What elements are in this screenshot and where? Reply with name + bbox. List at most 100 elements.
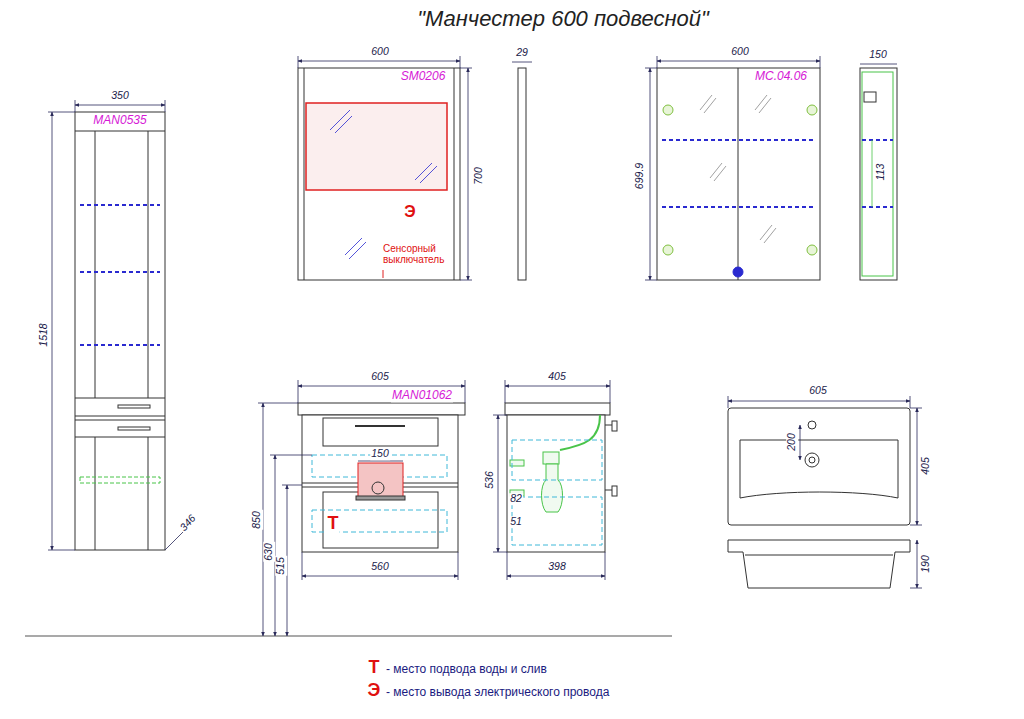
sink-dimensions-part <box>728 396 729 408</box>
column-dimensions-part <box>52 112 53 550</box>
vanity-front-part <box>355 425 405 427</box>
vanity-front-part <box>356 496 405 500</box>
dimension-value: 699.9 <box>634 162 646 190</box>
vanity-side-part <box>605 490 612 491</box>
drawing-part <box>512 440 602 545</box>
mirror-part <box>306 103 447 190</box>
vanity-side-part <box>505 403 610 415</box>
drawing-part-part <box>330 110 350 130</box>
legend-text: - место подвода воды и слив <box>386 663 547 676</box>
sink-dimensions-part <box>910 408 922 409</box>
drawing-part-part <box>662 206 815 208</box>
drawing-part-part <box>80 344 160 346</box>
mirror-dimensions-part <box>460 68 472 69</box>
switch-note: Сенсорный выключатель <box>383 243 455 265</box>
cabinet-dimensions-part <box>820 56 821 68</box>
dimension-value: 600 <box>370 46 390 58</box>
drawing-part-part <box>663 245 673 255</box>
vanity-front-part <box>298 403 465 415</box>
drawing-part <box>510 452 563 512</box>
mirror-cabinet: MC.04.06 <box>657 68 820 280</box>
sink-part <box>745 555 893 556</box>
column-cabinet-part <box>75 416 165 417</box>
mirror-dimensions-part <box>512 62 532 63</box>
dimension-value: 405 <box>920 456 932 476</box>
dimension-value: 190 <box>920 554 932 574</box>
mirror-dimensions-part <box>468 68 469 280</box>
drawing-part-part <box>335 116 352 133</box>
drawing-part <box>700 95 776 243</box>
dimension-value: 150 <box>370 448 390 460</box>
dimension-value: 560 <box>370 561 390 573</box>
vanity-side-dimensions-part <box>507 576 605 577</box>
cabinet-dimensions <box>645 56 897 280</box>
sink-part <box>728 408 910 525</box>
drawing-part-part <box>755 95 767 110</box>
vanity-front-part <box>358 463 403 498</box>
dimension-value: 515 <box>275 556 287 576</box>
drawing-part-part <box>700 95 712 110</box>
vanity: MAN01062Т <box>298 388 465 552</box>
drawing-part-part <box>420 166 437 183</box>
column-dimensions <box>48 100 195 550</box>
cabinet-dimensions-part <box>645 280 657 281</box>
mirror-dimensions-part <box>460 280 472 281</box>
mirror: SM0206ЭСенсорный выключатель <box>298 68 460 280</box>
dimension-value: 405 <box>547 371 567 383</box>
legend-letter: Т <box>368 658 381 678</box>
mirror-part <box>454 68 455 280</box>
column-dimensions-part <box>75 100 76 112</box>
drawing-part-part <box>80 271 160 273</box>
cabinet-dimensions-part <box>645 68 657 69</box>
drawing-part-part <box>760 225 772 240</box>
vanity-front-dimensions <box>258 380 465 636</box>
mirror-cabinet-part <box>864 92 876 102</box>
sink-dimensions-part <box>728 401 910 402</box>
sink-dimensions-part <box>910 525 922 526</box>
dimension-value: 850 <box>251 510 263 530</box>
dimension-value: 113 <box>875 163 887 182</box>
mirror-cabinet-part <box>860 68 897 280</box>
dimension-value: 605 <box>370 371 390 383</box>
mirror-dimensions-part <box>298 56 299 68</box>
vanity-front-dimensions-part <box>358 461 403 462</box>
dimension-value: 346 <box>177 512 199 534</box>
dimension-value: 200 <box>786 432 798 452</box>
vanity-front <box>298 403 465 552</box>
vanity-side-dimensions-part <box>498 415 499 552</box>
drawing-part-part <box>543 452 559 464</box>
drawing-part-part <box>415 163 432 180</box>
mirror-dimensions-part <box>460 56 461 68</box>
drawing-part-part <box>662 139 815 141</box>
vanity-side-part <box>605 425 612 426</box>
drawing-part-part <box>862 206 893 208</box>
dimension-value: 536 <box>484 470 496 490</box>
vanity-side-dimensions-part <box>493 552 507 553</box>
column-cabinet: MAN0535 <box>75 112 165 550</box>
column-cabinet-part <box>118 405 150 408</box>
legend-text: - место вывода электрического провода <box>386 686 609 699</box>
cabinet-dimensions-part <box>657 61 820 62</box>
drawing-part-part <box>512 440 602 480</box>
vanity-front-dimensions-part <box>298 386 465 387</box>
floor-line <box>25 636 672 637</box>
drawing-part <box>662 140 815 207</box>
mirror-cabinet-part <box>733 267 743 277</box>
diagram-title: "Манчестер 600 подвесной" <box>417 7 709 31</box>
dimension-value: 605 <box>808 385 828 397</box>
vanity-front-part <box>323 418 438 446</box>
drawing-part-part <box>759 98 771 113</box>
drawing-part-part <box>710 163 722 178</box>
drawing-part <box>862 140 893 207</box>
cabinet-dimensions-part <box>872 140 873 207</box>
sink-part <box>805 453 819 467</box>
drawing-part <box>80 205 160 345</box>
drawing-part-part <box>80 204 160 206</box>
vanity-front-dimensions-part <box>298 380 299 403</box>
mirror-cabinet-part <box>738 68 739 280</box>
model-code: SM0206 <box>400 70 447 83</box>
mirror <box>298 68 526 280</box>
column-cabinet-part <box>148 131 149 398</box>
drawing-part-part <box>345 238 362 255</box>
